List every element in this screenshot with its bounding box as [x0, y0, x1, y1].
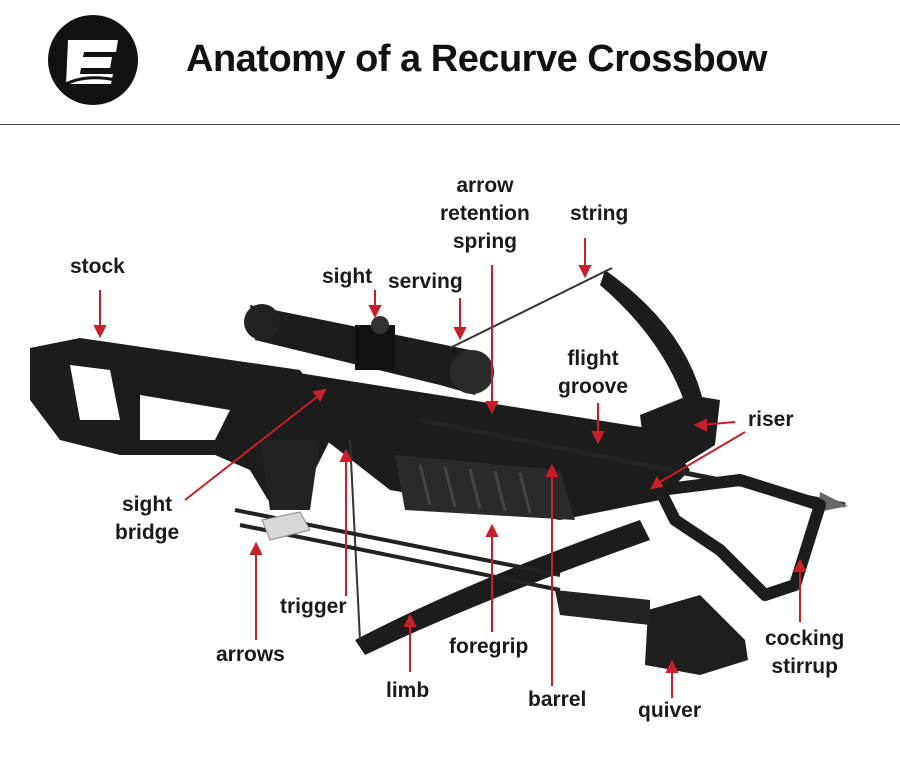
- label-arrow-retention-spring: arrow retention spring: [440, 174, 530, 253]
- label-quiver: quiver: [638, 699, 702, 722]
- foregrip-shape: [395, 455, 575, 520]
- crossbow-illustration: [30, 238, 848, 698]
- label-barrel: barrel: [528, 688, 587, 711]
- label-foregrip: foregrip: [449, 635, 529, 658]
- riser-shape: [640, 395, 720, 470]
- upper-limb-shape: [600, 270, 705, 420]
- stirrup-shape: [654, 474, 826, 601]
- brand-logo: [48, 15, 138, 105]
- label-serving: serving: [388, 270, 463, 293]
- label-riser: riser: [748, 408, 794, 431]
- leader-lines: [93, 238, 807, 698]
- barrel-shape: [280, 370, 690, 520]
- string-line: [449, 267, 613, 349]
- label-limb: limb: [386, 679, 430, 702]
- label-string: string: [570, 202, 629, 225]
- label-flight-groove: flight groove: [558, 347, 629, 398]
- crossbow-diagram: stock sight serving arrow retention spri…: [0, 125, 900, 767]
- header: Anatomy of a Recurve Crossbow: [0, 0, 900, 125]
- label-arrows: arrows: [216, 643, 285, 666]
- lower-limb-shape: [355, 520, 650, 655]
- quiver-shape: [645, 595, 748, 675]
- grip-shape: [260, 440, 320, 510]
- label-stock: stock: [70, 255, 125, 278]
- page-title: Anatomy of a Recurve Crossbow: [186, 38, 767, 80]
- spare-arrow-2: [239, 523, 561, 592]
- label-sight-bridge: sight bridge: [115, 493, 180, 544]
- label-cocking-stirrup: cocking stirrup: [765, 627, 845, 678]
- label-trigger: trigger: [280, 595, 347, 618]
- label-sight: sight: [322, 265, 373, 288]
